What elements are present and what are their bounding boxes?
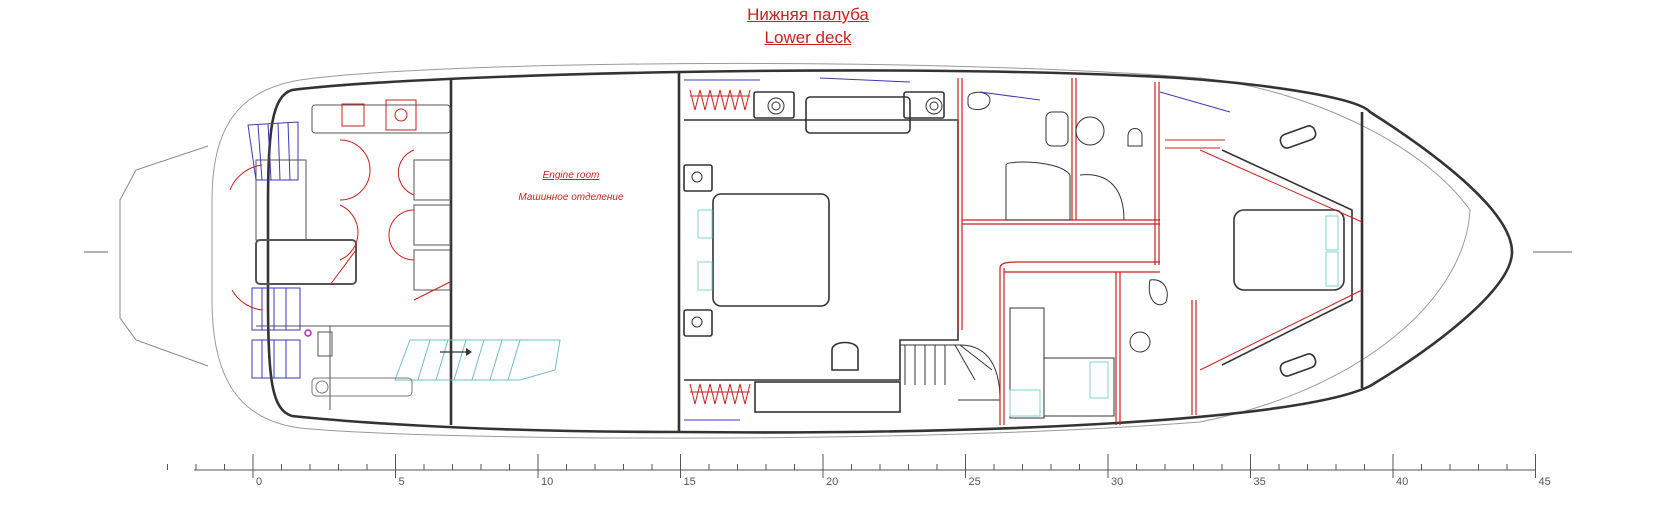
magenta-marker [304,329,312,337]
ruler-tick-label: 30 [1111,476,1123,488]
dimension-ruler: 0 5 10 15 20 25 30 35 40 45 [167,454,1551,488]
ruler-tick-label: 25 [969,476,981,488]
forward-cabin-red-lines [1165,139,1363,371]
ruler-tick-label: 35 [1254,476,1266,488]
ruler-tick-label: 45 [1539,476,1551,488]
forward-glass-panels [1325,215,1339,287]
ruler-tick-label: 20 [826,476,838,488]
master-cabin-glass-panels [697,209,713,291]
ruler-tick-label: 0 [256,476,262,488]
guest-partitions [957,78,1197,425]
aft-doors [229,139,451,311]
hull-outer-outline [211,62,1471,439]
forward-cabin [1221,125,1353,377]
central-stairs [900,344,1001,401]
hull-main-outline [266,69,1514,434]
master-cabin-outline [683,91,959,413]
drawing-title-english: Lower deck [764,28,852,47]
wardrobe-hangers [689,89,751,405]
engine-room-label-ru: Машинное отделение [518,192,624,203]
guest-glass-panels [1009,361,1109,417]
aft-stairs [247,121,301,379]
passageway-stairs-teal [394,339,561,381]
drawing-title-russian: Нижняя палуба [747,5,869,24]
master-cabin-toilet [831,341,859,371]
master-cabin-speakers [691,97,943,328]
engine-room-label-en: Engine room [543,170,600,181]
guest-blue-trim [979,91,1231,113]
swim-platform-outline [119,145,209,367]
guest-heads-fixtures [967,91,1168,419]
ruler-tick-label: 15 [684,476,696,488]
arrow-head-icon [466,348,472,356]
master-cabin-blue-trim [684,77,911,421]
aft-crew-area [255,104,451,410]
ruler-tick-label: 10 [541,476,553,488]
ruler-tick-label: 40 [1396,476,1408,488]
ruler-tick-label: 5 [399,476,405,488]
galley-appliances [341,99,417,131]
crew-bunk-figure [311,377,413,397]
